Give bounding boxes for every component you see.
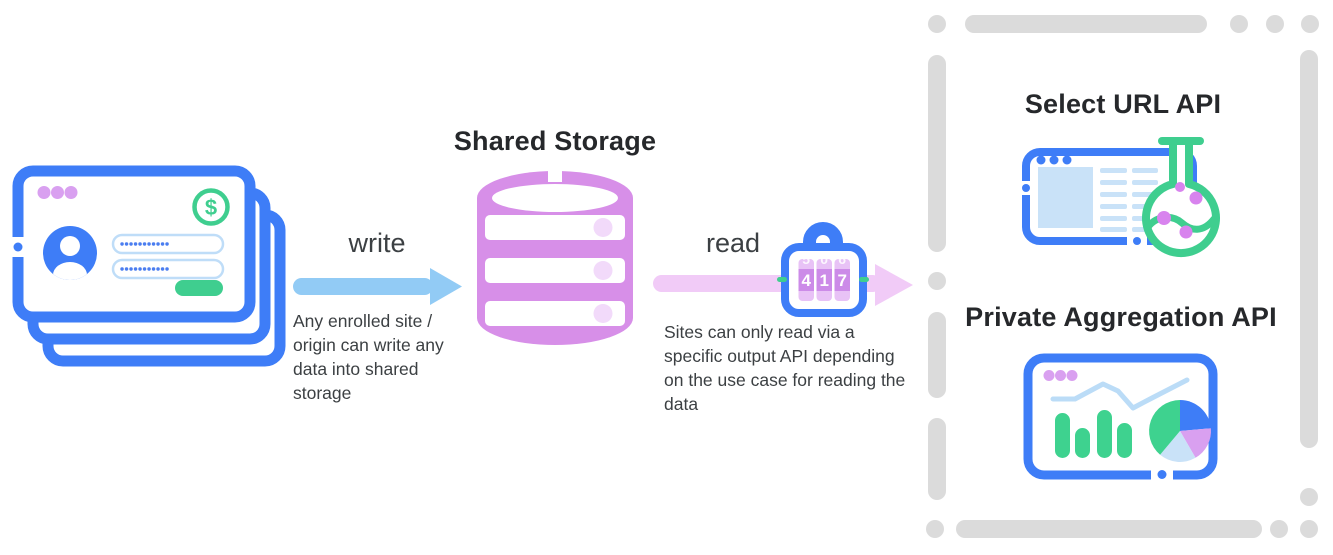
lock-digit: 1 xyxy=(819,271,828,290)
lock-digit: 4 xyxy=(801,271,811,290)
read-label: read xyxy=(705,228,761,258)
lock-dial: 0 1 2 xyxy=(816,251,832,315)
flask-icon xyxy=(1142,137,1220,258)
password-field xyxy=(111,233,225,255)
dash-segment xyxy=(928,418,946,500)
private-aggregation-api-icon xyxy=(1023,353,1218,481)
window-border-dot xyxy=(13,242,23,252)
content-block xyxy=(1038,167,1093,228)
svg-text:8: 8 xyxy=(838,299,846,315)
dash-segment xyxy=(928,55,946,252)
submit-button-shape xyxy=(175,280,223,296)
browser-window-stack-icon: $ xyxy=(11,165,286,367)
select-url-api-title: Select URL API xyxy=(1024,89,1222,119)
password-field xyxy=(111,258,225,280)
pie-chart xyxy=(1149,400,1212,462)
shared-storage-title: Shared Storage xyxy=(453,126,657,156)
dollar-glyph: $ xyxy=(205,195,217,220)
svg-text:5: 5 xyxy=(802,299,810,315)
bar-chart xyxy=(1055,410,1132,458)
lock-shackle xyxy=(803,222,843,249)
dash-segment xyxy=(1266,15,1284,33)
window-controls-icon xyxy=(37,186,78,199)
write-description: Any enrolled site / origin can write any… xyxy=(293,311,444,403)
lock-dial: 5 4 5 xyxy=(798,251,814,315)
dash-segment xyxy=(1300,50,1318,448)
dash-segment xyxy=(956,520,1262,538)
dash-segment xyxy=(1230,15,1248,33)
lock-dash-right xyxy=(859,277,869,282)
write-arrow-icon xyxy=(293,268,462,305)
svg-text:0: 0 xyxy=(820,251,828,267)
border-dot xyxy=(1157,470,1167,479)
select-url-api-icon xyxy=(1019,137,1220,258)
database-slot xyxy=(485,215,625,240)
border-dot xyxy=(1022,184,1030,192)
dash-segment xyxy=(928,15,946,33)
lock-digit: 7 xyxy=(837,271,846,290)
avatar xyxy=(43,226,97,280)
svg-text:6: 6 xyxy=(838,251,846,267)
svg-text:2: 2 xyxy=(820,299,828,315)
window-controls-icon xyxy=(1036,155,1072,165)
database-slot xyxy=(485,301,625,326)
combination-lock-icon: 5 4 5 0 1 2 6 7 8 xyxy=(777,222,869,317)
lock-dash-left xyxy=(777,277,787,282)
dash-segment xyxy=(1300,488,1318,506)
dash-segment xyxy=(928,312,946,398)
database-slot xyxy=(485,258,625,283)
dash-segment xyxy=(1300,520,1318,538)
private-aggregation-api-title: Private Aggregation API xyxy=(965,302,1277,332)
border-dot xyxy=(1133,237,1141,245)
svg-text:5: 5 xyxy=(802,251,810,267)
dash-segment xyxy=(1270,520,1288,538)
write-label: write xyxy=(348,228,406,258)
line-chart xyxy=(1050,377,1190,411)
lock-dial: 6 7 8 xyxy=(834,251,850,315)
window-controls-icon xyxy=(1043,370,1078,381)
dollar-icon: $ xyxy=(192,188,230,226)
database-icon xyxy=(477,165,633,345)
read-description: Sites can only read via a specific outpu… xyxy=(664,322,906,414)
dash-segment xyxy=(928,272,946,290)
dash-segment xyxy=(1301,15,1319,33)
dash-segment xyxy=(965,15,1207,33)
dash-segment xyxy=(926,520,944,538)
